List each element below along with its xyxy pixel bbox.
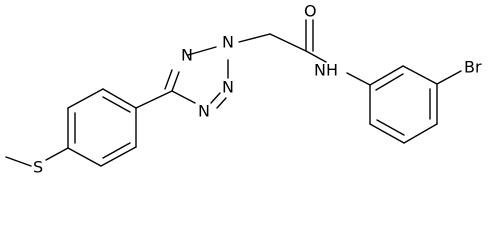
atom-label-sulfur: S	[33, 158, 43, 177]
bond-carbonyl-nh	[305, 50, 327, 63]
bond-left-ring-2-inner	[102, 142, 131, 159]
bond-tetrazole-n1-n2	[187, 46, 217, 56]
atom-label-amide-nh: NH	[314, 61, 338, 80]
atom-label-tetrazole-n3: N	[222, 78, 234, 97]
bond-left-ring-4-inner	[102, 96, 131, 113]
atom-label-tetrazole-n1: N	[181, 46, 193, 65]
atom-label-bromine: Br	[464, 58, 482, 77]
bond-nh-aryl	[346, 72, 371, 86]
bonds	[5, 19, 462, 167]
bond-methyl-sulfur	[5, 156, 32, 167]
bond-left-ring-4	[102, 88, 137, 109]
bond-aryl-tetrazole	[135, 90, 173, 109]
bond-methylene-carbonyl	[269, 33, 307, 52]
bond-tetrazole-n3-n4-inner	[216, 97, 227, 109]
bond-right-ring-5	[369, 123, 405, 144]
bond-tetrazole-n4-c5	[171, 90, 196, 104]
bond-right-ring-5-inner	[376, 119, 405, 136]
bond-n-methylene	[238, 33, 271, 43]
bond-right-ring-2	[402, 65, 438, 85]
bond-left-ring-2	[100, 146, 137, 167]
atom-label-tetrazole-n2: N	[222, 33, 234, 52]
bond-aryl-bromine	[436, 70, 462, 85]
atom-label-carbonyl-oxygen: O	[304, 2, 317, 21]
bond-tetrazole-c5-n1	[171, 71, 180, 92]
bond-right-ring-4	[403, 123, 438, 144]
bond-tetrazole-n3-n4	[210, 92, 221, 104]
chemical-structure-diagram: N N N N O NH Br S	[5, 2, 482, 177]
bond-left-ring-5	[67, 88, 104, 109]
bond-right-ring-1-inner	[375, 73, 404, 91]
bond-right-ring-1	[369, 65, 404, 86]
bond-left-ring-1	[67, 147, 102, 167]
bond-sulfur-aryl	[45, 147, 69, 161]
bond-tetrazole-c5-n1-inner	[164, 69, 173, 90]
atom-label-tetrazole-n4: N	[198, 102, 210, 121]
atom-labels: N N N N O NH Br S	[33, 2, 482, 177]
